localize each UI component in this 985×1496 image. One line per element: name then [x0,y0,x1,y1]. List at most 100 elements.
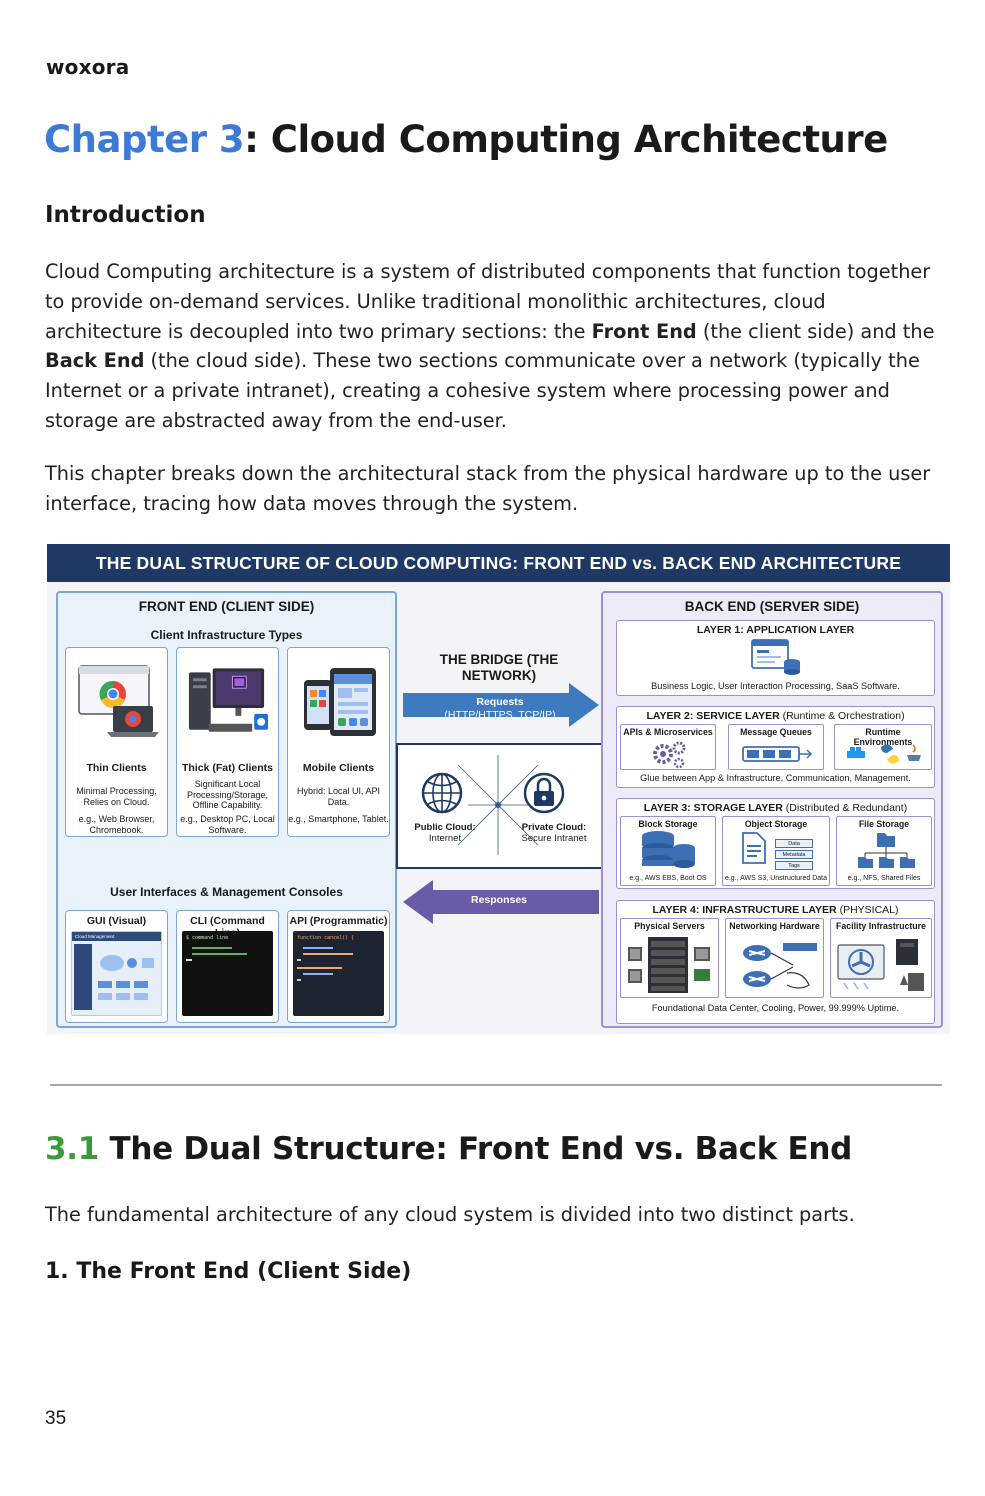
database-icon [642,831,695,868]
figure-banner: THE DUAL STRUCTURE OF CLOUD COMPUTING: F… [47,544,950,582]
thin-client-card: Thin Clients Minimal Processing, Relies … [65,647,168,837]
application-window-icon [751,639,800,675]
layer-3-storage: LAYER 3: STORAGE LAYER (Distributed & Re… [616,798,935,889]
public-cloud-label: Public Cloud: [414,822,476,833]
intro-heading: Introduction [45,202,206,228]
physical-servers-box: Physical Servers [620,918,719,998]
intro-paragraph-1: Cloud Computing architecture is a system… [45,257,945,436]
object-tag-tags: Tags [775,861,813,870]
layer-4-title-rest: (PHYSICAL) [836,904,899,916]
layer-1-application: LAYER 1: APPLICATION LAYER Business Logi… [616,620,935,696]
object-storage-box: Object Storage Data Metadata Tags e.g., … [722,816,830,886]
file-storage-box: File Storage e.g., NFS, Shared Files [836,816,932,886]
laptop-browser-icon [72,654,161,754]
apis-microservices-box: APIs & Microservices [620,724,716,770]
layer-2-service: LAYER 2: SERVICE LAYER (Runtime & Orches… [616,706,935,788]
thick-client-example: e.g., Desktop PC, Local Software. [180,814,275,835]
apis-microservices-label: APIs & Microservices [623,727,713,737]
thin-client-desc: Minimal Processing, Relies on Cloud. [76,786,157,807]
page-number: 35 [45,1408,67,1429]
object-storage-example: e.g., AWS S3, Unstructured Data [724,875,828,882]
section-number: 3.1 [45,1131,100,1167]
cooling-power-icon [837,939,924,991]
folder-tree-icon [858,833,915,868]
api-title: API (Programmatic) [289,915,388,927]
section-divider [50,1084,942,1086]
layer-2-title-rest: (Runtime & Orchestration) [779,710,905,722]
brand-name: woxora [46,55,130,79]
networking-hardware-label: Networking Hardware [729,921,820,931]
gui-screen: Cloud Management [71,931,162,1016]
cli-card: CLI (Command Line) $ command line [176,910,279,1023]
layer-2-title-bold: LAYER 2: SERVICE LAYER [646,710,780,722]
file-storage-label: File Storage [858,819,910,829]
private-cloud-sub: Secure Intranet [521,833,587,844]
private-cloud-label: Private Cloud: [521,822,587,833]
layer-2-title: LAYER 2: SERVICE LAYER (Runtime & Orches… [617,710,934,722]
block-storage-example: e.g., AWS EBS, Boot OS [629,875,707,882]
layer-1-title: LAYER 1: APPLICATION LAYER [696,624,855,636]
facility-infrastructure-label: Facility Infrastructure [836,921,926,931]
cli-lines-icon [186,947,247,961]
mobile-client-card: Mobile Clients Hybrid: Local UI, API Dat… [287,647,390,837]
block-storage-box: Block Storage e.g., AWS EBS, Boot OS [620,816,716,886]
network-box: Public Cloud: Internet Private Cloud: Se… [396,743,604,869]
mobile-client-example: e.g., Smartphone, Tablet. [288,814,389,824]
public-cloud-sub: Internet [428,833,462,844]
object-tag-data: Data [775,839,813,848]
ui-heading: User Interfaces & Management Consoles [110,885,343,899]
section-title-text: The Dual Structure: Front End vs. Back E… [99,1131,853,1167]
layer-3-title-bold: LAYER 3: STORAGE LAYER [643,802,783,814]
layer-4-title: LAYER 4: INFRASTRUCTURE LAYER (PHYSICAL) [617,904,934,916]
runtime-environments-label: Runtime Environments [853,727,913,747]
runtime-environments-box: Runtime Environments [834,724,932,770]
thin-client-title: Thin Clients [86,762,147,774]
chapter-label: Chapter 3 [44,118,245,161]
server-rack-icon [628,937,710,993]
intro-p1-front-end: Front End [591,319,697,343]
layer-4-caption: Foundational Data Center, Cooling, Power… [651,1003,900,1013]
queue-icon [742,746,813,762]
networking-hardware-box: Networking Hardware [725,918,824,998]
object-tag-metadata: Metadata [775,850,813,859]
back-end-panel: BACK END (SERVER SIDE) LAYER 1: APPLICAT… [601,591,943,1028]
section-paragraph: The fundamental architecture of any clou… [45,1203,855,1226]
api-screen-text: function cancel() { [297,935,355,941]
message-queues-box: Message Queues [728,724,824,770]
network-mesh-icon [421,755,565,855]
layer-1-caption: Business Logic, User Interaction Process… [651,681,900,691]
api-screen: function cancel() { [293,931,384,1016]
gui-card: GUI (Visual) Cloud Management [65,910,168,1023]
thick-client-desc: Significant Local Processing/Storage, Of… [186,779,269,810]
intro-paragraph-2: This chapter breaks down the architectur… [45,462,931,515]
api-card: API (Programmatic) function cancel() { [287,910,390,1023]
mobile-client-title: Mobile Clients [302,762,375,774]
mobile-devices-icon [294,654,383,754]
block-storage-label: Block Storage [638,819,698,829]
layer-4-title-bold: LAYER 4: INFRASTRUCTURE LAYER [652,904,837,916]
gui-screen-title: Cloud Management [72,932,161,941]
layer-4-infrastructure: LAYER 4: INFRASTRUCTURE LAYER (PHYSICAL)… [616,900,935,1024]
cli-screen: $ command line [182,931,273,1016]
thin-client-example: e.g., Web Browser, Chromebook. [78,814,155,835]
gui-dashboard-icon [74,944,154,1010]
mobile-client-desc: Hybrid: Local UI, API Data. [296,786,381,807]
front-end-panel: FRONT END (CLIENT SIDE) Client Infrastru… [56,591,397,1028]
chapter-title-text: : Cloud Computing Architecture [244,118,888,161]
layer-3-title: LAYER 3: STORAGE LAYER (Distributed & Re… [617,802,934,814]
subsection-heading: 1. The Front End (Client Side) [45,1259,412,1284]
intro-p1-text: Cloud Computing architecture is a system… [45,260,931,343]
responses-label: Responses [470,894,528,906]
intro-p1-back-end: Back End [45,349,145,373]
document-icon [742,832,766,864]
bridge-title: THE BRIDGE (THE NETWORK) [439,652,559,683]
thick-client-title: Thick (Fat) Clients [181,762,273,774]
requests-label: Requests [476,696,524,708]
layer-2-caption: Glue between App & Infrastructure, Commu… [640,773,911,783]
section-title: 3.1 The Dual Structure: Front End vs. Ba… [45,1131,852,1167]
architecture-figure: THE DUAL STRUCTURE OF CLOUD COMPUTING: F… [47,544,950,1034]
thick-client-card: Thick (Fat) Clients Significant Local Pr… [176,647,279,837]
router-switch-icon [743,943,817,989]
responses-arrow [403,880,599,924]
back-end-title: BACK END (SERVER SIDE) [684,599,860,614]
